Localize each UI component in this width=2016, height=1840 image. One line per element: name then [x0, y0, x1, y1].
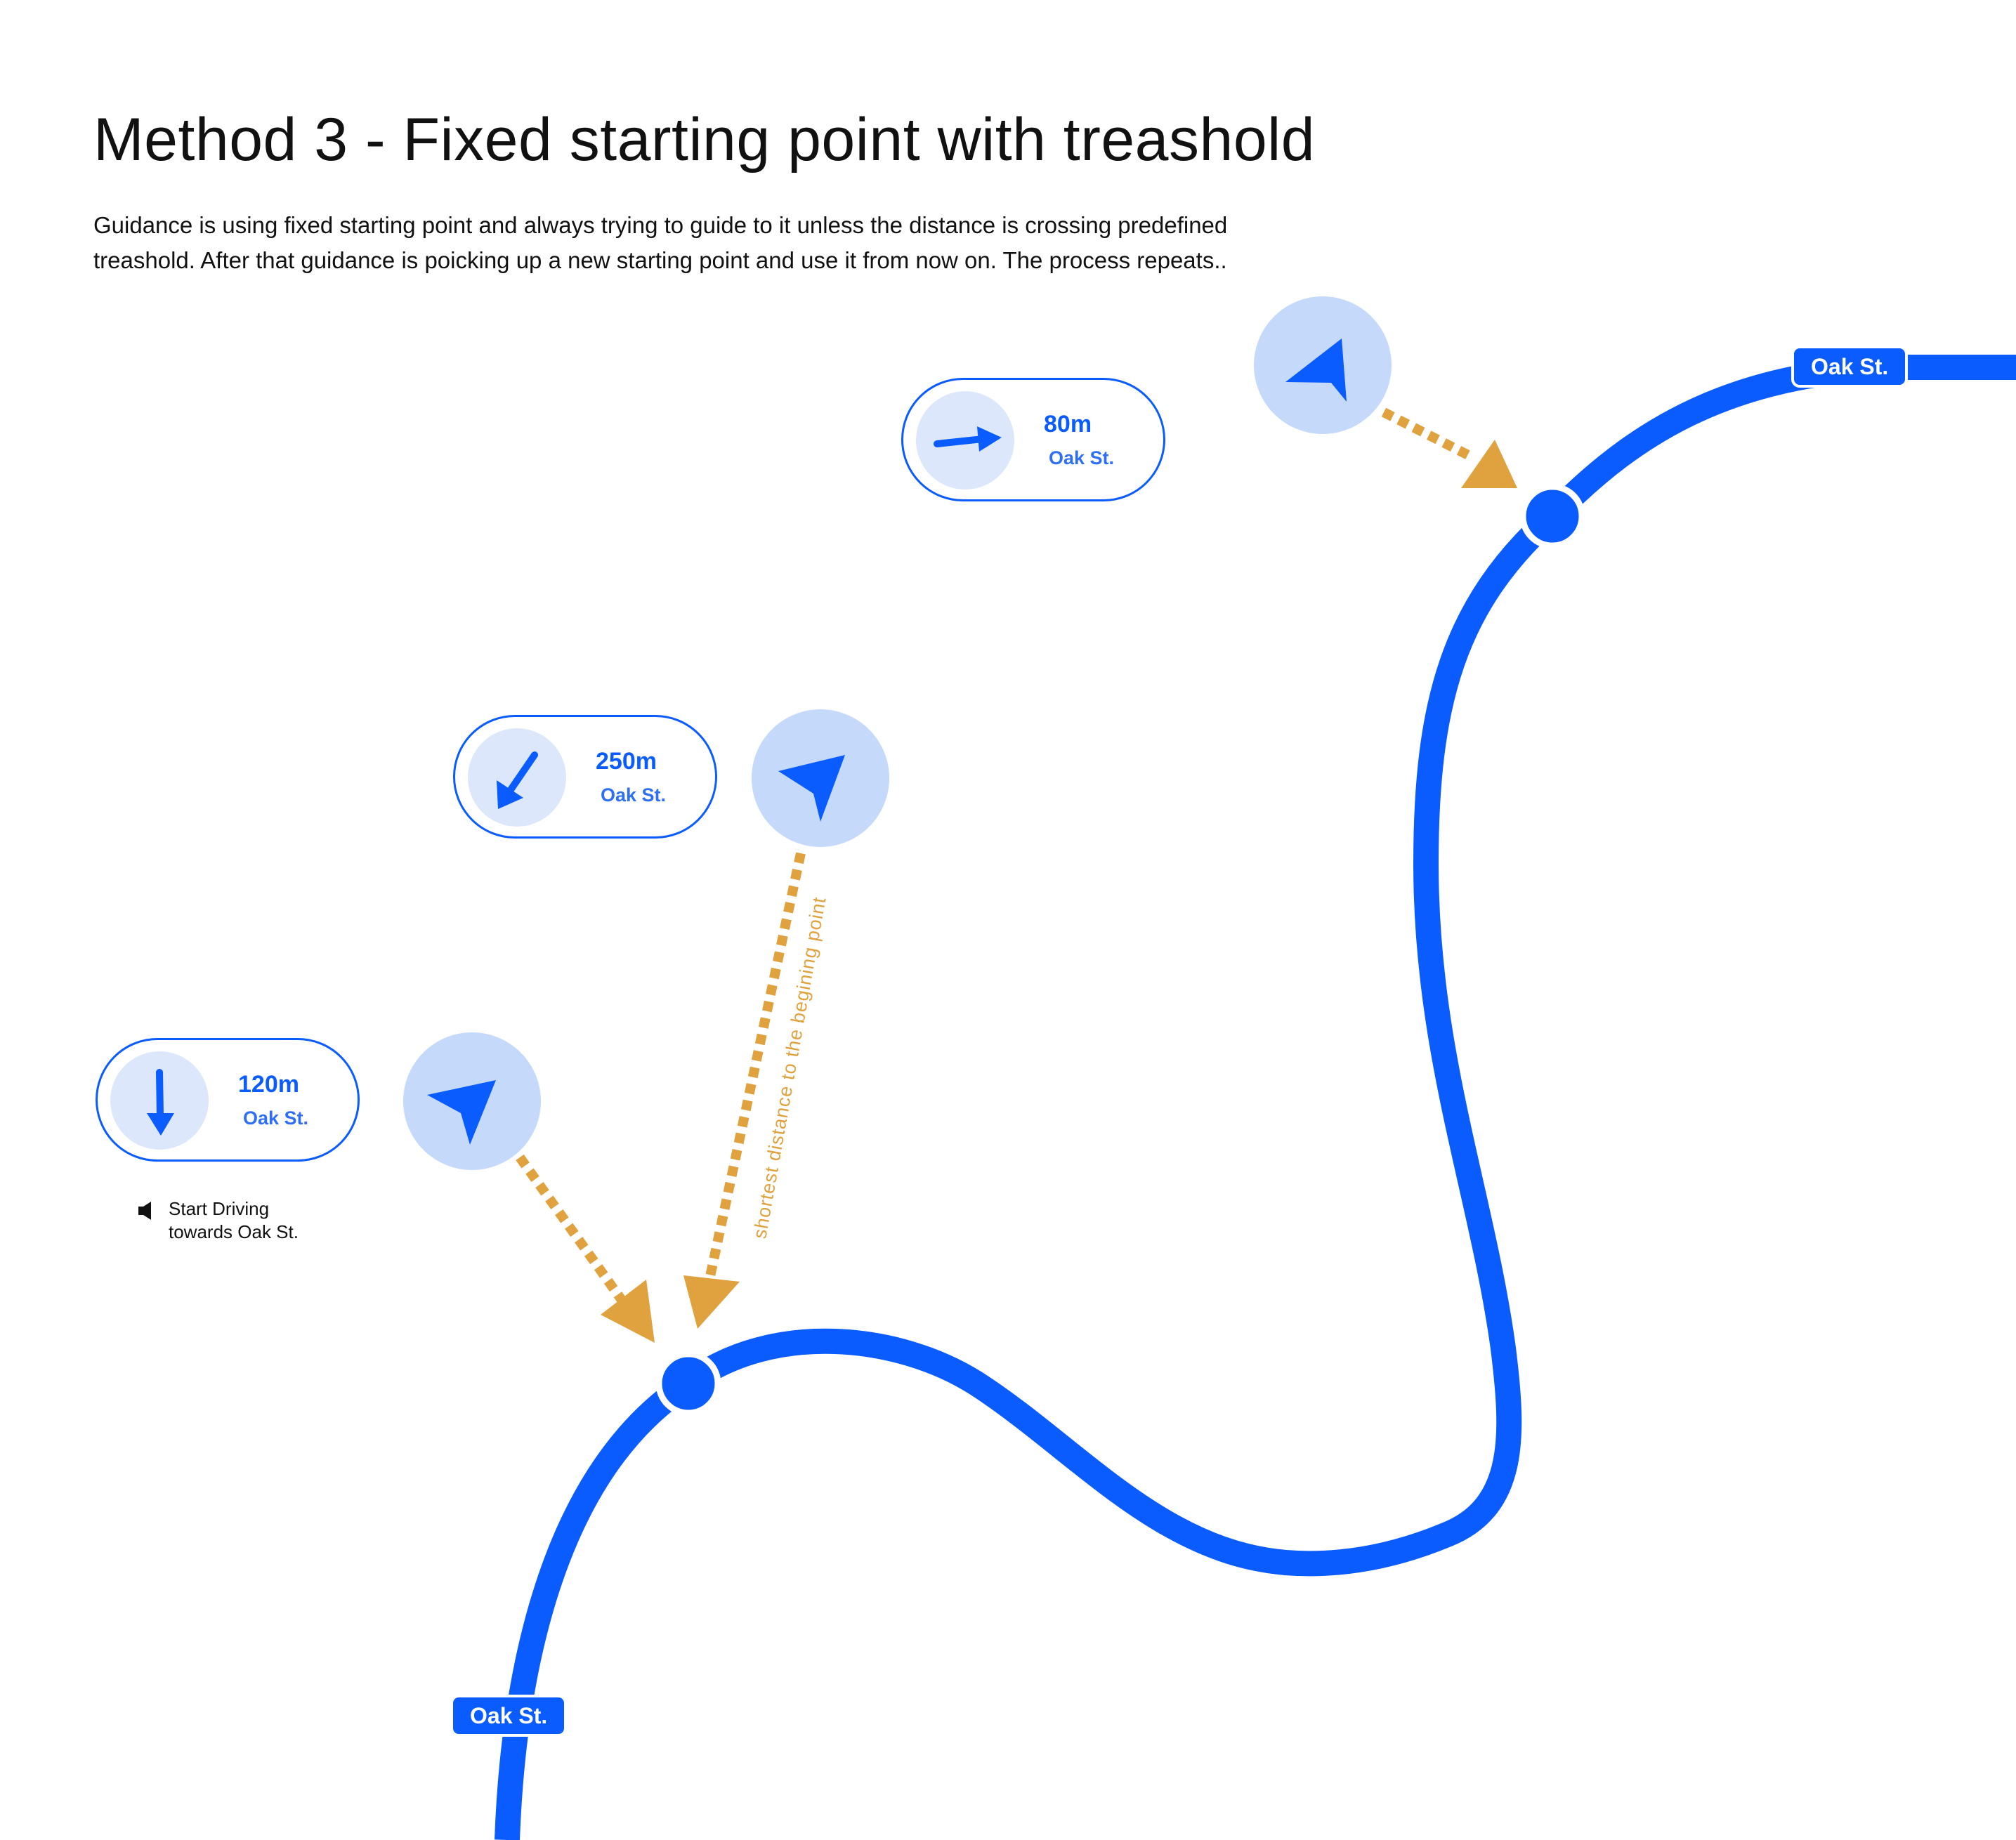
- arrow-down-left-icon: [497, 751, 538, 809]
- instruction-pill-80m: 80m Oak St.: [901, 378, 1165, 501]
- navigation-arrow-icon: [778, 755, 845, 822]
- description-line-1: Guidance is using fixed starting point a…: [93, 212, 1228, 238]
- instruction-pill-120m: 120m Oak St.: [96, 1038, 360, 1162]
- arrow-down-icon: [147, 1069, 174, 1136]
- guide-arrow-2: [683, 852, 806, 1329]
- voice-prompt-line-1: Start Driving: [169, 1198, 270, 1219]
- road-label-top-right: Oak St.: [1791, 346, 1909, 388]
- arrow-right-icon: [934, 426, 1002, 452]
- instruction-distance: 120m: [238, 1071, 299, 1098]
- vehicle-marker-2: [752, 709, 889, 847]
- start-point-2: [1519, 483, 1585, 549]
- road-label-bottom-left: Oak St.: [450, 1695, 568, 1737]
- turn-icon-circle: [916, 391, 1014, 489]
- speaker-icon: [138, 1202, 151, 1220]
- description-line-2: treashold. After that guidance is poicki…: [93, 247, 1227, 273]
- navigation-arrow-icon: [427, 1080, 496, 1145]
- instruction-distance: 80m: [1044, 411, 1092, 438]
- voice-prompt-line-2: towards Oak St.: [169, 1221, 299, 1242]
- instruction-street: Oak St.: [601, 784, 667, 806]
- distance-annotation: shortest distance to the begining point: [749, 895, 830, 1241]
- voice-prompt-text: Start Driving towards Oak St.: [169, 1197, 299, 1244]
- turn-icon-circle: [468, 728, 566, 827]
- guide-arrow-3: [1381, 407, 1517, 488]
- navigation-arrow-icon: [1285, 339, 1347, 402]
- vehicle-marker-3: [403, 1032, 541, 1170]
- instruction-street: Oak St.: [1049, 447, 1115, 468]
- guide-arrow-1: [516, 1154, 655, 1343]
- turn-icon-circle: [110, 1051, 209, 1150]
- instruction-pill-250m: 250m Oak St.: [453, 715, 717, 839]
- start-point-1: [655, 1351, 721, 1417]
- page-description: Guidance is using fixed starting point a…: [93, 208, 1428, 278]
- page-title: Method 3 - Fixed starting point with tre…: [93, 106, 1316, 173]
- instruction-distance: 250m: [596, 748, 657, 775]
- vehicle-marker-1: [1254, 296, 1392, 434]
- route-line: [495, 355, 2016, 1840]
- instruction-street: Oak St.: [243, 1108, 309, 1129]
